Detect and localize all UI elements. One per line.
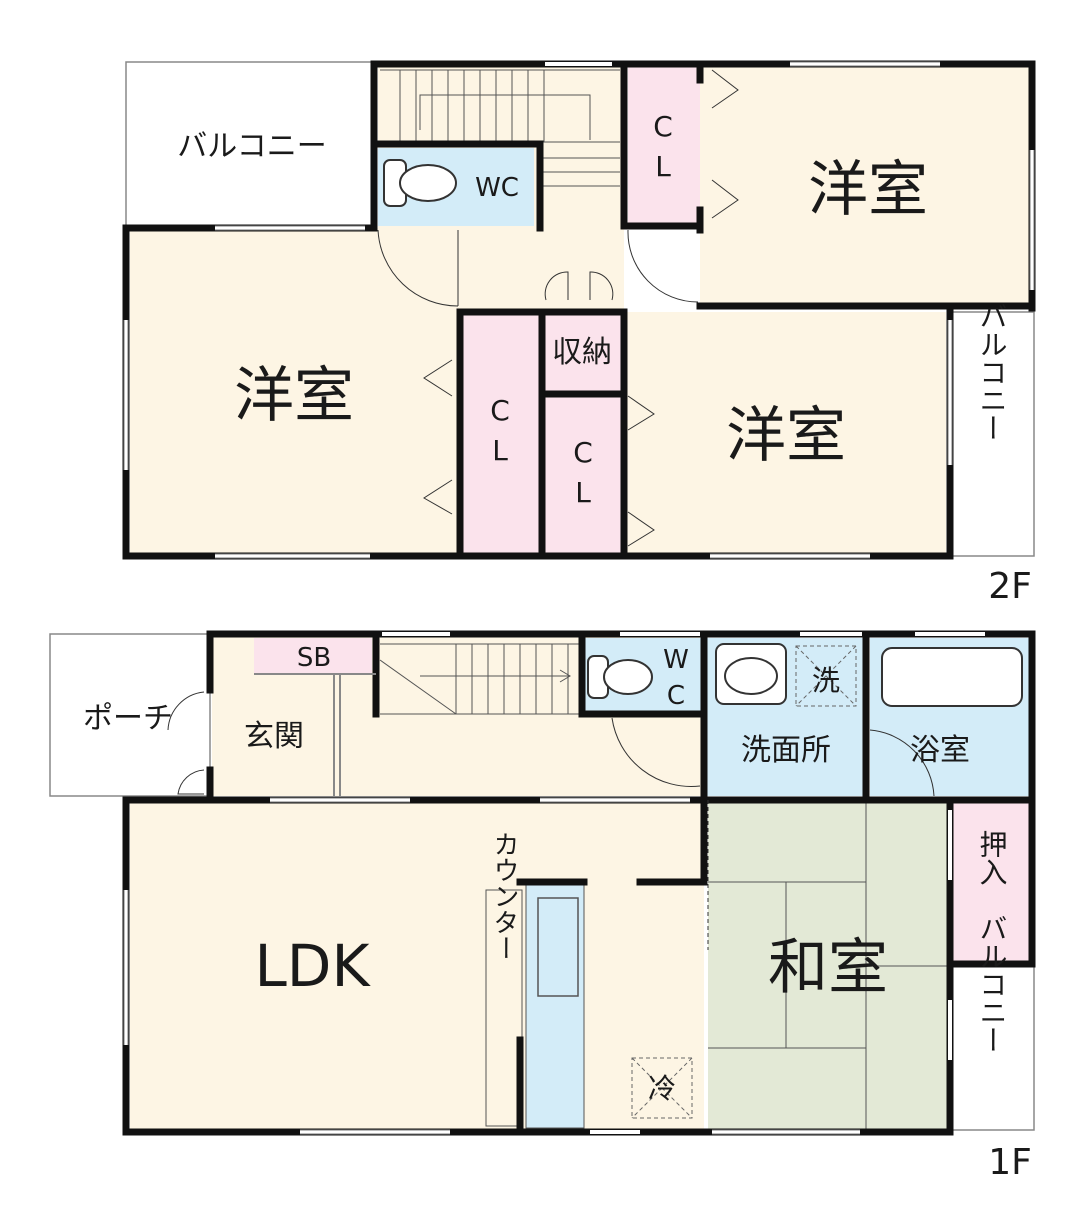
washer-label: 洗 xyxy=(812,664,840,697)
cl-2f-mid-l: L xyxy=(492,434,508,467)
sink xyxy=(537,897,579,997)
window-marks-1f xyxy=(123,797,860,1135)
kitchen-counter-fill xyxy=(525,883,585,1129)
cl-2f-top-fill xyxy=(628,66,700,226)
wc-2f-label: WC xyxy=(475,173,519,203)
fridge-box xyxy=(631,1057,693,1119)
storage-2f-label: 収納 xyxy=(552,335,612,370)
sb-fill xyxy=(254,638,372,674)
balcony-2f-east-label: バルコニー xyxy=(976,302,1009,442)
balcony-2f-top xyxy=(125,61,375,227)
entrance-label: 玄関 xyxy=(244,719,304,754)
cl-2f-mid-c: C xyxy=(490,394,510,427)
ldk-label: LDK xyxy=(254,932,371,1000)
floor-1f: ポーチ SB 玄関 W C 洗 洗面所 浴室 LDK カウンター 冷 和室 押入… xyxy=(49,630,1036,1183)
oshiire-label: 押入 xyxy=(976,830,1009,886)
washroom-label: 洗面所 xyxy=(741,733,831,768)
room-2f-center-label: 洋室 xyxy=(726,401,846,471)
oshiire-fill xyxy=(952,800,1032,962)
floor-2f-label: 2F xyxy=(988,566,1032,607)
wc-1f-w: W xyxy=(663,645,689,675)
cl-2f-mid2-c: C xyxy=(573,436,593,469)
windows-2f xyxy=(124,62,1034,558)
washer-box xyxy=(795,645,857,707)
stairs-1f xyxy=(379,643,580,715)
toilet-2f xyxy=(383,159,457,207)
room-2f-west-label: 洋室 xyxy=(234,361,354,431)
wc-1f-c: C xyxy=(667,681,685,711)
cl-2f-mid2-l: L xyxy=(575,476,591,509)
doors-1f xyxy=(167,691,935,950)
doors-2f xyxy=(377,69,739,547)
sb-label: SB xyxy=(297,643,331,673)
washitsu-label: 和室 xyxy=(768,933,888,1003)
windows-1f xyxy=(124,632,985,1134)
bath-label: 浴室 xyxy=(910,733,970,768)
balcony-1f-east-label: バルコニー xyxy=(976,914,1009,1054)
room-2f-ne xyxy=(700,66,1030,306)
fixtures-1f xyxy=(587,643,1023,707)
washitsu-fill xyxy=(708,800,948,1130)
room-2f-center xyxy=(624,312,946,554)
room-2f-ne-label: 洋室 xyxy=(808,155,928,225)
thin-walls-1f xyxy=(254,673,376,796)
tatami-lines xyxy=(708,800,948,1130)
counter-label: カウンター xyxy=(489,831,519,961)
cl-2f-mid2-fill xyxy=(544,396,624,554)
floor-2f: バルコニー WC C L 洋室 洋室 洋室 収納 C L C L バルコニー 2… xyxy=(122,60,1036,607)
balcony-2f-top-label: バルコニー xyxy=(177,129,326,164)
fridge-label: 冷 xyxy=(648,1072,676,1105)
porch-label: ポーチ xyxy=(83,701,173,736)
balcony-2f-east xyxy=(949,311,1035,557)
porch-1f xyxy=(49,633,211,797)
cl-2f-top-l: L xyxy=(655,150,671,183)
floor-1f-label: 1F xyxy=(988,1142,1032,1183)
cl-2f-mid-fill xyxy=(462,312,540,554)
storage-2f-fill xyxy=(544,312,624,392)
cl-2f-top-c: C xyxy=(653,110,673,143)
ldk-fill xyxy=(130,800,704,1130)
window-marks-2f xyxy=(123,61,1035,559)
counter-fill xyxy=(485,889,523,1127)
stairs-2f xyxy=(380,69,620,187)
balcony-1f-east xyxy=(949,965,1035,1131)
